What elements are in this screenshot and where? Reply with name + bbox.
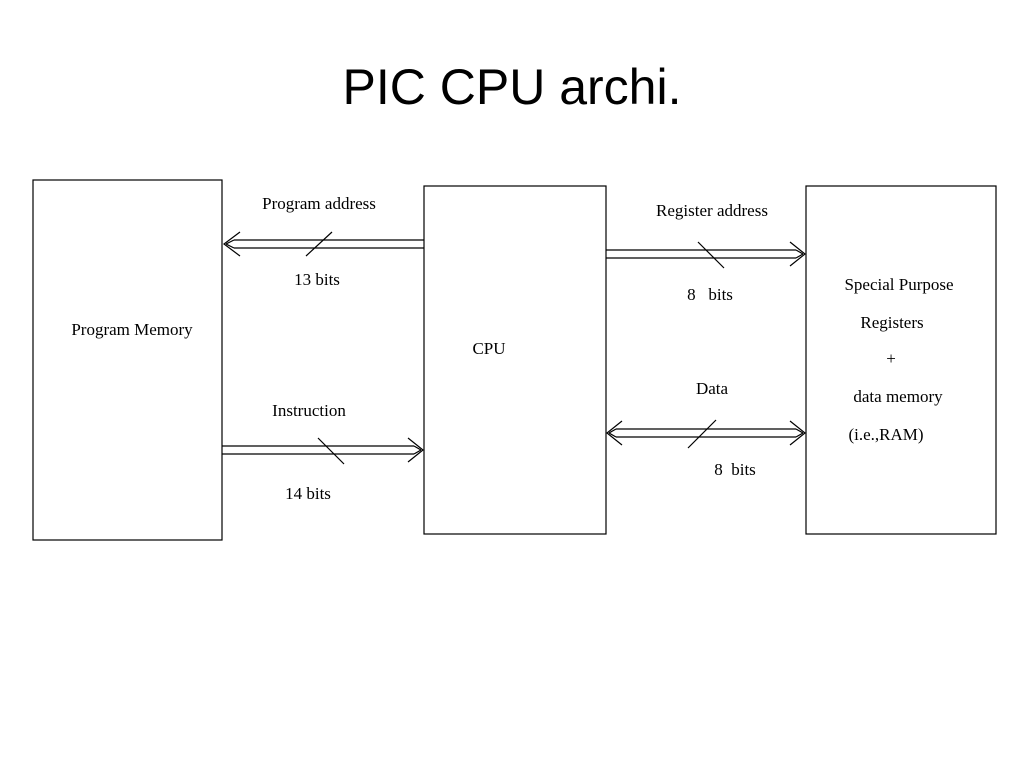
registers-block	[805, 185, 997, 535]
instruction-width: 14 bits	[285, 484, 331, 503]
instruction-bus	[222, 437, 424, 465]
instruction-bus-slash	[317, 437, 345, 465]
register-address-bus-slash	[697, 241, 725, 269]
program-address-width: 13 bits	[294, 270, 340, 289]
register-address-label: Register address	[656, 201, 768, 220]
registers-label-line1: Special Purpose	[844, 275, 953, 294]
instruction-label: Instruction	[272, 401, 346, 420]
slide-title: PIC CPU archi.	[342, 59, 682, 115]
register-address-width: 8 bits	[687, 285, 733, 304]
program-address-bus	[223, 231, 424, 257]
registers-label-line3: +	[886, 349, 896, 368]
registers-label-line4: data memory	[853, 387, 943, 406]
registers-label-line2: Registers	[860, 313, 923, 332]
data-bus	[606, 419, 806, 449]
register-address-bus	[606, 241, 806, 269]
program-address-label: Program address	[262, 194, 376, 213]
data-width: 8 bits	[714, 460, 756, 479]
cpu-label: CPU	[472, 339, 505, 358]
cpu-block	[423, 185, 607, 535]
registers-label-line5: (i.e.,RAM)	[848, 425, 923, 444]
data-label: Data	[696, 379, 729, 398]
program-address-bus-slash	[305, 231, 333, 257]
program-memory-label: Program Memory	[71, 320, 193, 339]
data-bus-slash	[687, 419, 717, 449]
program-memory-block	[32, 179, 223, 541]
